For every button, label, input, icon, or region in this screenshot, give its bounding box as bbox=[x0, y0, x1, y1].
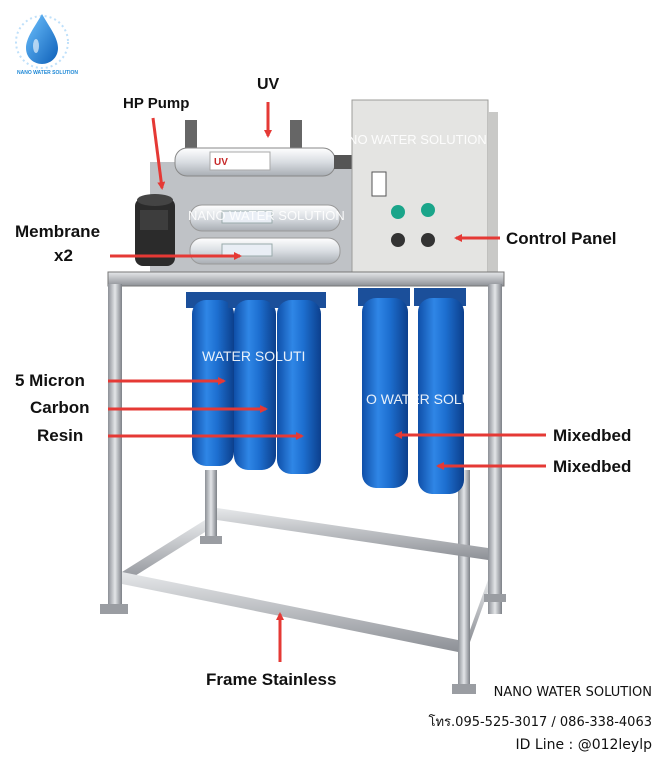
watermark-middle: NANO WATER SOLUTION bbox=[188, 208, 345, 223]
label-uv: UV bbox=[257, 76, 280, 93]
stainless-frame bbox=[100, 284, 506, 694]
filter-housings-left bbox=[186, 292, 326, 474]
label-membrane: Membrane bbox=[15, 222, 101, 241]
callout-arrows bbox=[108, 102, 546, 662]
label-membrane-count: x2 bbox=[54, 246, 73, 265]
contact-phone: โทร.095-525-3017 / 086-338-4063 bbox=[428, 715, 653, 730]
brand-logo-icon bbox=[15, 14, 69, 69]
label-control-panel: Control Panel bbox=[506, 229, 617, 248]
label-mixedbed-1: Mixedbed bbox=[553, 426, 632, 445]
watermark-left: WATER SOLUTI bbox=[202, 348, 306, 364]
label-resin: Resin bbox=[37, 426, 84, 445]
watermark-right: O WATER SOLUTI bbox=[366, 391, 485, 407]
contact-line-id: ID Line : @012leylp bbox=[515, 737, 652, 753]
watermark-top: NANO WATER SOLUTION bbox=[330, 132, 487, 147]
label-5-micron: 5 Micron bbox=[15, 371, 85, 390]
svg-text:UV: UV bbox=[214, 157, 228, 168]
filter-housings-right bbox=[358, 288, 466, 494]
label-mixedbed-2: Mixedbed bbox=[553, 457, 632, 476]
label-frame-stainless: Frame Stainless bbox=[206, 670, 337, 689]
uv-sterilizer: UV bbox=[174, 120, 358, 177]
label-carbon: Carbon bbox=[30, 398, 90, 417]
control-panel-box bbox=[351, 99, 498, 273]
contact-company: NANO WATER SOLUTION bbox=[493, 685, 652, 700]
top-shelf bbox=[107, 271, 505, 287]
brand-logo-text: NANO WATER SOLUTION bbox=[17, 70, 79, 76]
hp-pump bbox=[135, 194, 175, 266]
label-hp-pump: HP Pump bbox=[123, 95, 190, 112]
